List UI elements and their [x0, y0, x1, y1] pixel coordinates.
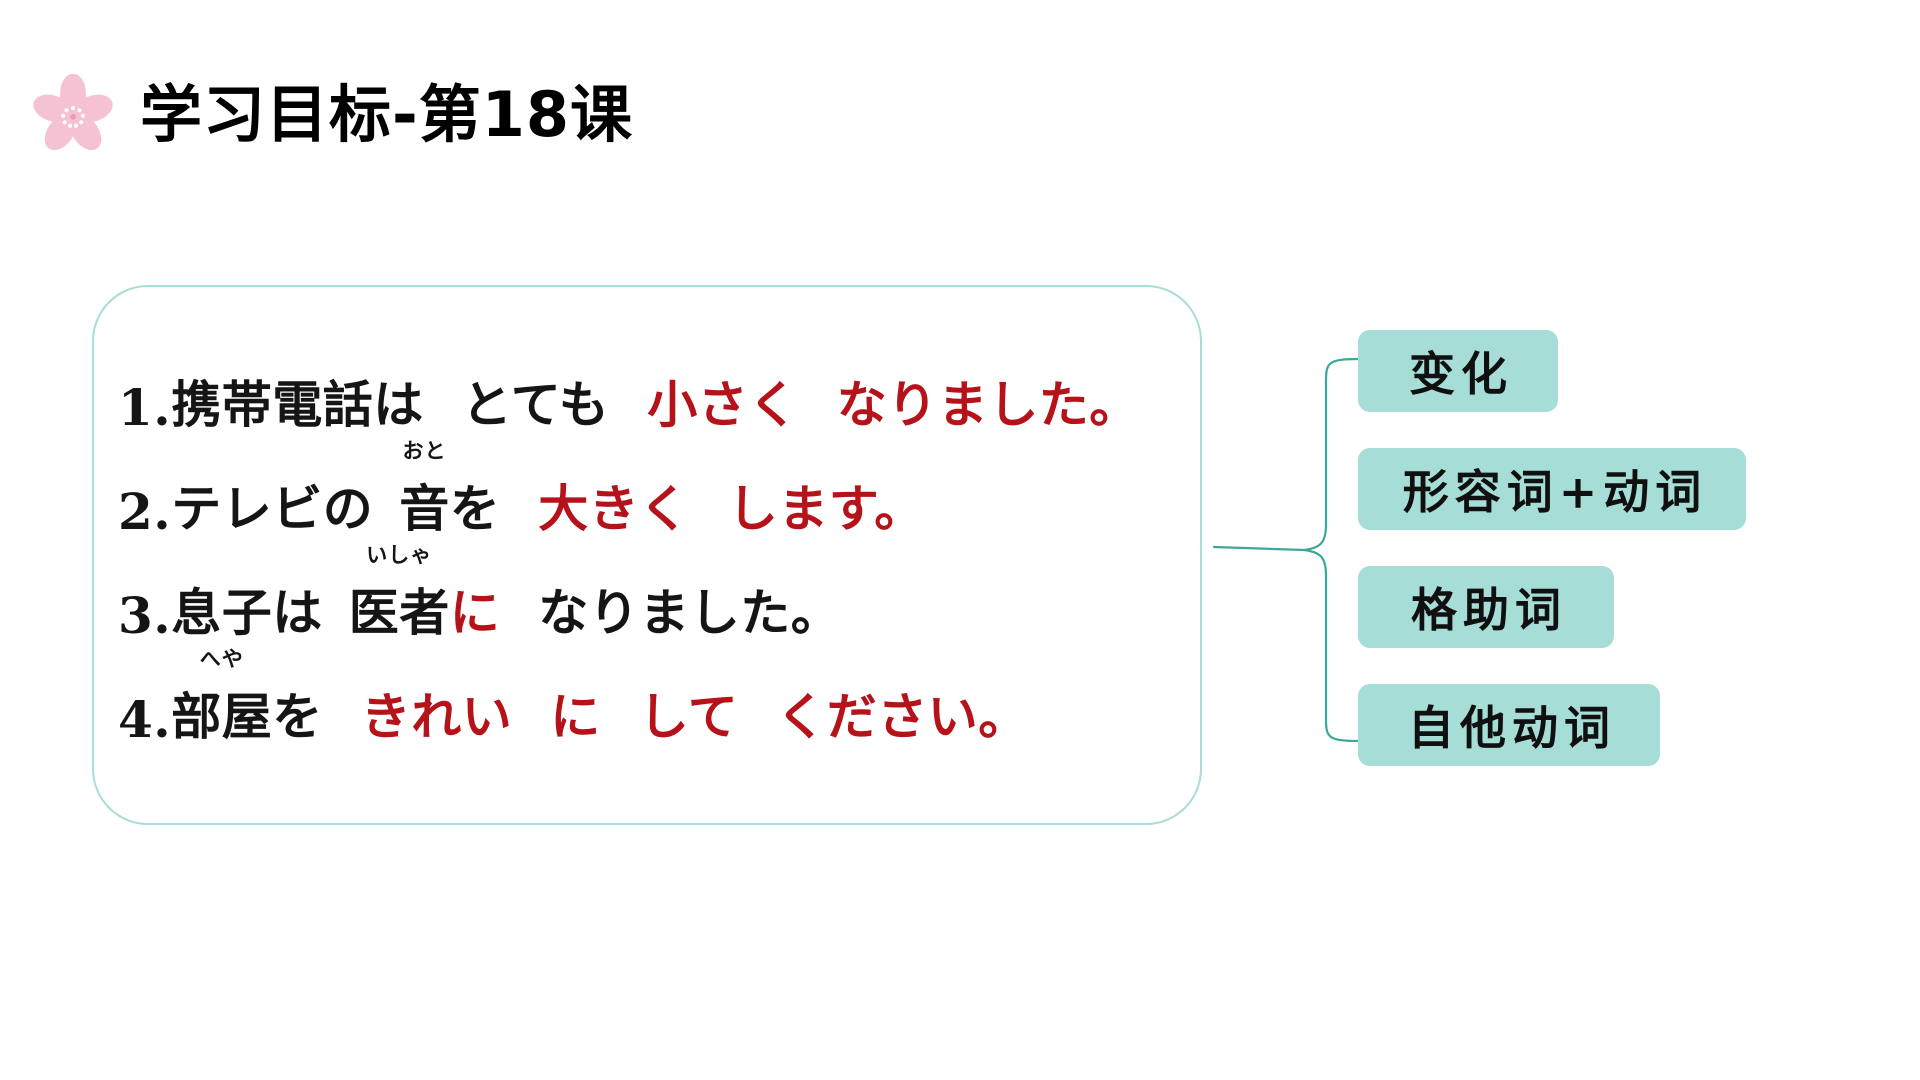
sentence-segment: 医者いしゃ: [348, 543, 450, 645]
segment-text: きれい: [360, 687, 513, 746]
sentence-segment: に: [550, 677, 601, 749]
segment-text: 音: [399, 479, 450, 538]
segment-text: を: [272, 687, 323, 746]
sentence-number: 1.: [118, 378, 172, 437]
furigana-reading: おと: [402, 439, 447, 463]
sentence-line: 4.部屋 へやをきれいにしてください。: [118, 645, 1182, 749]
sentence-line: 3.息子は医者 いしゃになりました。: [118, 541, 1182, 645]
sentence-number: 4.: [118, 690, 172, 749]
segment-text: 息子は: [171, 583, 323, 642]
segment-text: に: [550, 687, 601, 746]
sentence-segment: なりました。: [837, 365, 1140, 437]
sentence-segment: 小さく: [647, 365, 799, 437]
sentence-segment: きれい: [361, 677, 513, 749]
segment-text: を: [449, 479, 501, 538]
segment-text: なりました。: [538, 583, 842, 642]
segment-text: 携帯電話は: [171, 375, 424, 434]
sentence-segment: ください。: [776, 677, 1029, 749]
segment-text: とても: [461, 375, 610, 434]
category-badge-adj-verb[interactable]: 形容词+动词: [1358, 448, 1746, 530]
category-badge-change[interactable]: 变化: [1358, 330, 1558, 412]
sentence-segment: します。: [728, 469, 925, 541]
sakura-flower-icon: [33, 73, 113, 151]
segment-text: して: [638, 687, 739, 746]
segment-text: します。: [727, 479, 925, 538]
sentence-segment: テレビの: [171, 469, 373, 541]
sentence-segment: を: [272, 677, 323, 749]
sentence-segment: して: [639, 677, 739, 749]
category-badge-case-particle[interactable]: 格助词: [1358, 566, 1614, 648]
sentence-segment: 携帯電話は: [171, 365, 424, 437]
sentence-line: 2.テレビの音 おとを大きくします。: [118, 437, 1182, 541]
segment-text: テレビの: [171, 479, 374, 538]
segment-text: 部屋: [171, 687, 273, 746]
sentence-list: 1.携帯電話はとても小さくなりました。2.テレビの音おとを大きくします。3.息子…: [118, 333, 1182, 749]
segment-text: 医者: [348, 583, 450, 642]
sentence-segment: を: [450, 469, 501, 541]
sentence-segment: とても: [462, 365, 610, 437]
sentence-segment: なりました。: [538, 573, 841, 645]
segment-text: 大きく: [538, 479, 690, 538]
sentence-number: 3.: [118, 586, 172, 645]
sentence-number: 2.: [118, 482, 172, 541]
sentence-segment: 大きく: [538, 469, 690, 541]
sentence-segment: 息子は: [171, 573, 323, 645]
category-badge-transitivity[interactable]: 自他动词: [1358, 684, 1660, 766]
sentence-segment: 音おと: [399, 439, 450, 541]
sentence-segment: 部屋へや: [171, 647, 273, 749]
segment-text: ください。: [776, 687, 1029, 746]
furigana-reading: へや: [199, 647, 244, 671]
segment-text: に: [449, 583, 501, 642]
curly-brace-connector: [1212, 357, 1360, 743]
furigana-reading: いしゃ: [366, 543, 433, 567]
segment-text: 小さく: [647, 375, 799, 434]
page-title: 学习目标-第18课: [140, 78, 634, 151]
sentence-segment: に: [450, 573, 501, 645]
page-header: 学习目标-第18课: [30, 72, 633, 158]
sentence-line: 1.携帯電話はとても小さくなりました。: [118, 333, 1182, 437]
segment-text: なりました。: [836, 375, 1140, 434]
sentence-card: 1.携帯電話はとても小さくなりました。2.テレビの音おとを大きくします。3.息子…: [92, 285, 1202, 825]
